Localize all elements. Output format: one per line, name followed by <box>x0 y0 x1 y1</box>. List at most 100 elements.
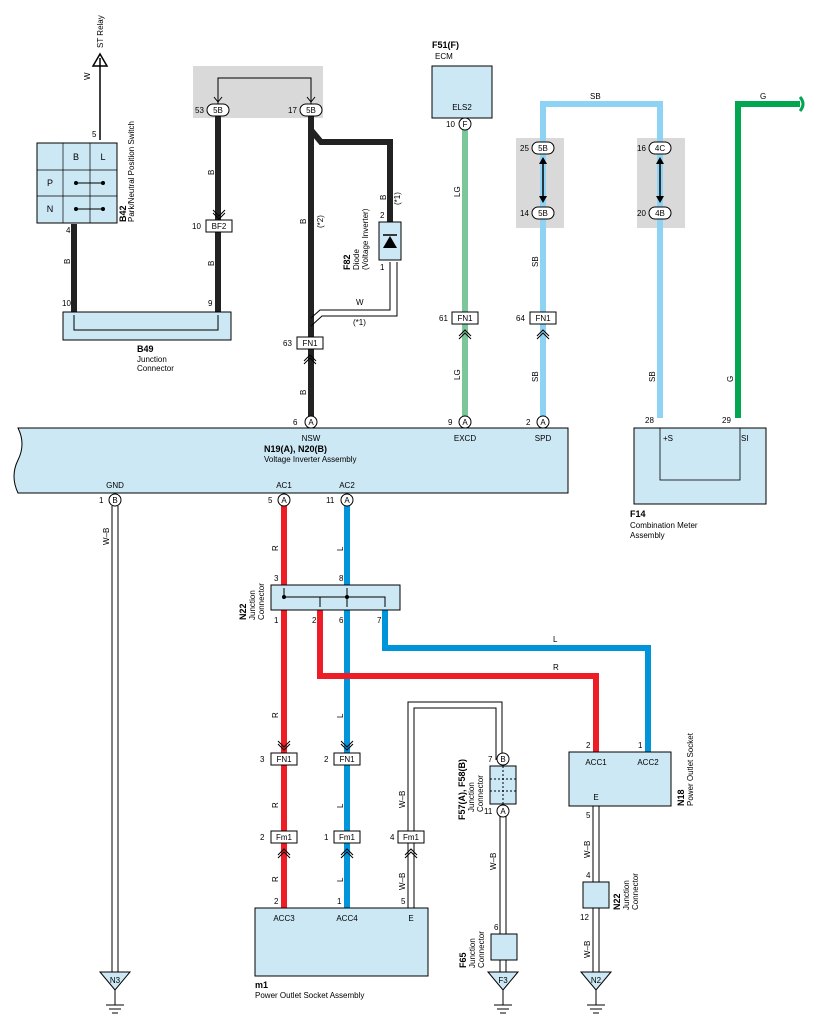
f82-pin-2: 2 <box>380 211 385 220</box>
fn1-nsw <box>296 336 324 350</box>
f82-note-1: (*1) <box>393 192 402 205</box>
svg-text:5: 5 <box>401 897 406 906</box>
svg-text:A: A <box>500 807 506 816</box>
svg-text:B: B <box>500 755 505 764</box>
svg-text:4: 4 <box>586 871 591 880</box>
svg-text:2: 2 <box>274 897 279 906</box>
r-label-5: R <box>271 876 280 882</box>
f14-pin-29: 29 <box>722 416 731 425</box>
f51-name: ECM <box>435 52 453 61</box>
wire-b-label-3: B <box>299 219 308 224</box>
wire-b-label-4: B <box>299 390 308 395</box>
f82-pin-1: 1 <box>380 263 385 272</box>
b42-row-n: N <box>47 204 54 214</box>
l-label-1: L <box>336 546 345 551</box>
svg-text:6: 6 <box>339 616 344 625</box>
main-t-excd: EXCD <box>454 434 476 443</box>
wb-label-m1-1: W–B <box>398 791 407 808</box>
bf2-connector <box>205 219 233 233</box>
f65-name-1: Junction <box>468 938 477 968</box>
n18-t-e: E <box>593 793 598 802</box>
f82-name-2: (Voltage Inverter) <box>361 208 370 270</box>
b49-pin-10: 10 <box>62 299 71 308</box>
f51-code: F51(F) <box>432 40 459 50</box>
svg-text:F3: F3 <box>498 976 508 985</box>
f14-pin-28: 28 <box>645 416 654 425</box>
fm1-acc4 <box>333 830 361 844</box>
svg-text:16: 16 <box>637 144 646 153</box>
b42-col-l: L <box>100 152 105 162</box>
wire-5b-loop <box>217 77 312 104</box>
fn1-excd-pin: 61 <box>439 314 448 323</box>
l-label-5: L <box>336 877 345 882</box>
wb-label-n18-2: W–B <box>583 941 592 958</box>
f65-code: F65 <box>458 952 468 968</box>
b42-row-p: P <box>47 178 53 188</box>
f82-wire-w: W <box>356 298 364 307</box>
svg-text:3: 3 <box>274 574 279 583</box>
f14-combination-meter <box>633 427 767 505</box>
g-label-2: G <box>726 376 735 382</box>
st-wire-label: W <box>83 72 92 80</box>
wire-diode-b <box>308 128 393 222</box>
main-name: Voltage Inverter Assembly <box>264 455 357 464</box>
conn-sb-2-top <box>648 141 672 155</box>
svg-text:1: 1 <box>99 496 104 505</box>
b42-pin-5: 5 <box>92 130 97 139</box>
n18-name: Power Outlet Socket <box>686 732 695 806</box>
m1-t-acc4: ACC4 <box>336 914 358 923</box>
svg-text:N2: N2 <box>591 976 602 985</box>
svg-text:FN1: FN1 <box>535 314 551 323</box>
svg-text:BF2: BF2 <box>212 222 227 231</box>
svg-text:14: 14 <box>520 209 529 218</box>
svg-text:A: A <box>462 418 468 427</box>
b42-col-b: B <box>73 152 79 162</box>
main-t-gnd: GND <box>106 481 124 490</box>
wire-break-icon <box>798 96 805 112</box>
svg-text:8: 8 <box>339 574 344 583</box>
n18-power-outlet-socket <box>568 751 672 807</box>
n22b-code: N22 <box>612 893 622 910</box>
fn1-ac1 <box>270 752 298 766</box>
sb-label-2: SB <box>531 256 540 267</box>
m1-code: m1 <box>255 980 268 990</box>
b42-wire-label: B <box>63 259 72 264</box>
bf2-pin: 10 <box>192 222 201 231</box>
voltage-inverter-assembly <box>13 427 569 494</box>
wb-label-f57: W–B <box>489 853 498 870</box>
svg-text:2: 2 <box>260 833 265 842</box>
svg-text:12: 12 <box>580 913 589 922</box>
r-label-4: R <box>271 802 280 808</box>
wire-b-label-2: B <box>207 261 216 266</box>
n18-code: N18 <box>676 789 686 806</box>
svg-text:2: 2 <box>586 741 591 750</box>
svg-text:A: A <box>281 496 287 505</box>
ground-n2 <box>579 971 613 991</box>
fm1-e <box>397 830 425 844</box>
f51-ecm-box <box>431 65 493 119</box>
note-2: (*2) <box>316 215 325 228</box>
arrow-up-icon <box>91 52 109 67</box>
main-code: N19(A), N20(B) <box>264 444 327 454</box>
main-t-nsw: NSW <box>302 434 321 443</box>
f65-name-2: Connector <box>477 931 486 968</box>
f65-junction <box>490 933 518 961</box>
svg-text:5: 5 <box>586 811 591 820</box>
sb-label-4: SB <box>648 371 657 382</box>
svg-text:25: 25 <box>520 144 529 153</box>
svg-text:5: 5 <box>268 496 273 505</box>
st-relay-label: ST Relay <box>96 15 105 48</box>
svg-text:2: 2 <box>312 616 317 625</box>
svg-text:FN1: FN1 <box>457 314 473 323</box>
main-t-ac1: AC1 <box>276 481 292 490</box>
svg-text:FN1: FN1 <box>339 755 355 764</box>
svg-text:N3: N3 <box>110 976 121 985</box>
f14-name-1: Combination Meter <box>630 521 698 530</box>
fn1-ac2 <box>333 752 361 766</box>
f82-note-2: (*1) <box>353 318 366 327</box>
sb-label-top: SB <box>590 92 601 101</box>
n22-code: N22 <box>238 603 248 620</box>
r-label-2: R <box>271 712 280 718</box>
